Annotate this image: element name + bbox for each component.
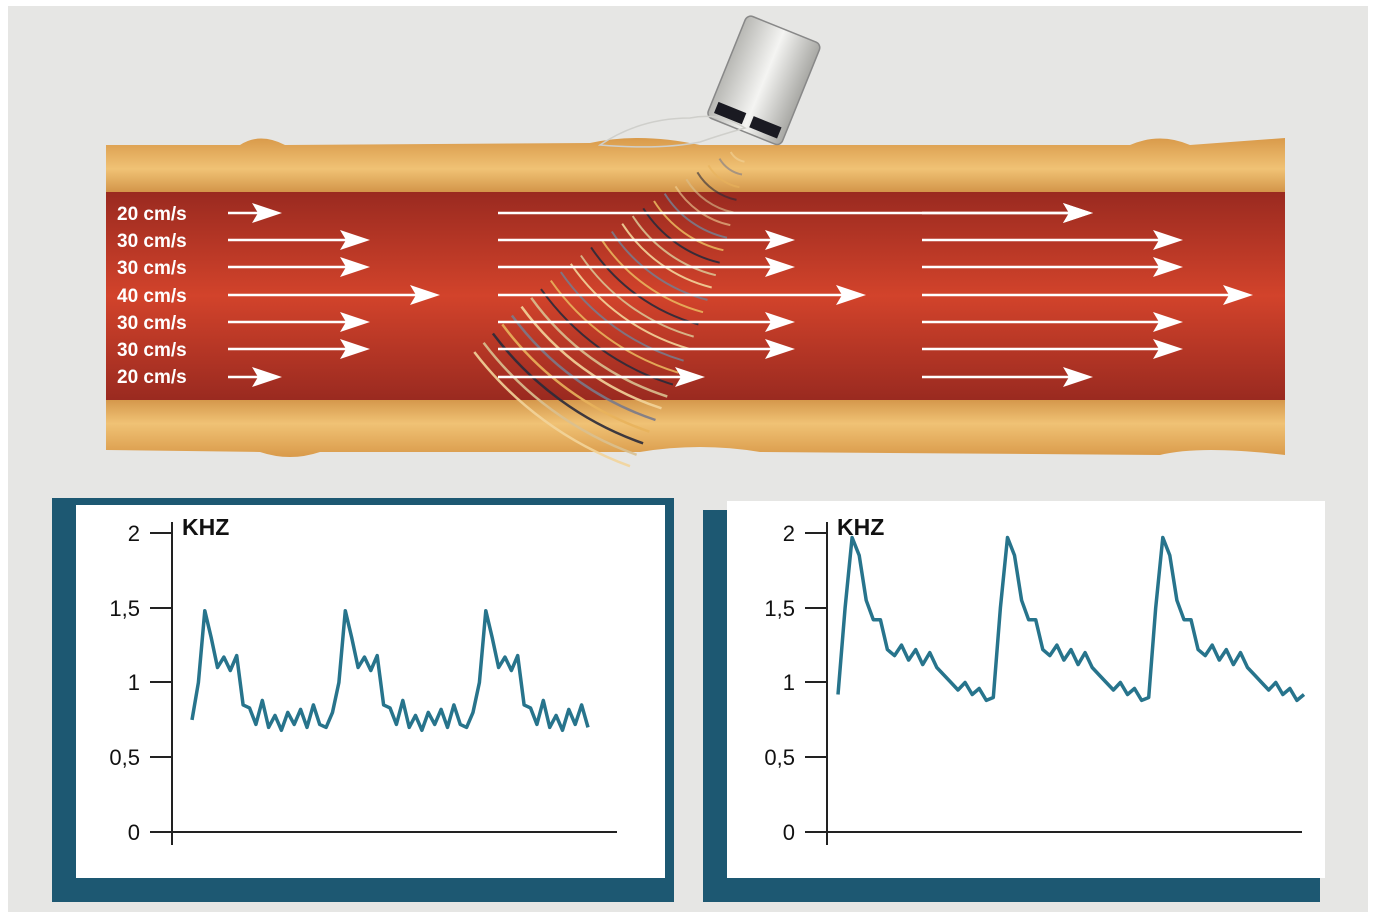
- flow-arrow-head: [1063, 367, 1093, 387]
- speed-label: 30 cm/s: [117, 340, 187, 361]
- y-tick-label: 1: [128, 670, 140, 695]
- hand-outline: [597, 115, 747, 148]
- wave-arc: [569, 263, 689, 350]
- ultrasound-waves: [473, 151, 745, 468]
- flow-arrow-head: [1153, 257, 1183, 277]
- flow-arrow-head: [765, 257, 795, 277]
- wave-arc: [530, 297, 668, 398]
- y-tick-label: 1,5: [109, 596, 140, 621]
- flow-arrow-head: [1153, 312, 1183, 332]
- y-tick-label: 0,5: [764, 745, 795, 770]
- wave-arc: [473, 351, 631, 468]
- wave-arc: [510, 314, 656, 422]
- flow-arrow-head: [675, 367, 705, 387]
- vessel-wall-bottom: [106, 390, 1285, 457]
- flow-arrow-head: [1063, 203, 1093, 223]
- speed-label: 30 cm/s: [117, 313, 187, 334]
- flow-arrow-head: [836, 285, 866, 305]
- wave-arc: [685, 178, 734, 214]
- flow-arrow-head: [340, 339, 370, 359]
- speed-label: 30 cm/s: [117, 258, 187, 279]
- doppler-trace-stenosis: [836, 535, 1306, 703]
- flow-arrow-head: [765, 339, 795, 359]
- wave-arc: [559, 271, 684, 362]
- wave-arc: [707, 164, 740, 189]
- wave-arc: [642, 207, 720, 264]
- wave-arc: [663, 193, 728, 239]
- wave-arc: [621, 223, 712, 289]
- wave-arc: [631, 215, 717, 277]
- right-chart-panel: 0 0,5 1 1,5 2 KHZ: [703, 501, 1325, 902]
- flow-arrow-head: [765, 230, 795, 250]
- speed-label: 30 cm/s: [117, 231, 187, 252]
- y-tick-label: 0: [128, 820, 140, 845]
- wave-arc: [729, 151, 745, 163]
- y-tick-label: 0: [783, 820, 795, 845]
- y-tick-label: 2: [783, 521, 795, 546]
- flow-arrow-head: [765, 312, 795, 332]
- doppler-trace-narrow: [190, 608, 590, 733]
- flow-arrow-head: [340, 230, 370, 250]
- speed-label: 40 cm/s: [117, 286, 187, 307]
- flow-arrows: [228, 203, 1253, 387]
- y-ticks: [150, 532, 172, 833]
- flow-arrow-head: [340, 312, 370, 332]
- panel-face: [727, 501, 1325, 878]
- y-axis-unit-label: KHZ: [837, 514, 884, 540]
- flow-arrow-head: [1153, 339, 1183, 359]
- wave-arc: [653, 200, 724, 252]
- speed-label: 20 cm/s: [117, 367, 187, 388]
- y-tick-label: 0,5: [109, 745, 140, 770]
- wave-arc: [696, 171, 737, 201]
- vessel-wall-top: [106, 137, 1285, 200]
- y-tick-label: 1: [783, 670, 795, 695]
- flow-arrow-head: [340, 257, 370, 277]
- y-ticks: [805, 532, 827, 833]
- wave-arc: [482, 341, 638, 456]
- flow-arrow-head: [1223, 285, 1253, 305]
- ultrasound-probe-icon: [707, 15, 821, 146]
- panel-face: [76, 505, 665, 878]
- wave-arc: [501, 323, 650, 433]
- speed-label: 20 cm/s: [117, 204, 187, 225]
- y-tick-label: 2: [128, 521, 140, 546]
- flow-arrow-head: [1153, 230, 1183, 250]
- y-tick-label: 1,5: [764, 596, 795, 621]
- flow-arrow-head: [252, 203, 282, 223]
- flow-arrow-head: [252, 367, 282, 387]
- flow-arrow-head: [410, 285, 440, 305]
- blood-vessel: [106, 137, 1285, 457]
- y-axis-unit-label: KHZ: [182, 514, 229, 540]
- speed-labels: 20 cm/s 30 cm/s 30 cm/s 40 cm/s 30 cm/s …: [117, 204, 187, 388]
- wave-arc: [674, 185, 731, 227]
- wave-arc: [491, 332, 644, 445]
- wave-arc: [718, 158, 743, 176]
- wave-arc: [600, 238, 704, 314]
- left-chart-panel: 0 0,5 1 1,5 2 KHZ: [52, 498, 674, 902]
